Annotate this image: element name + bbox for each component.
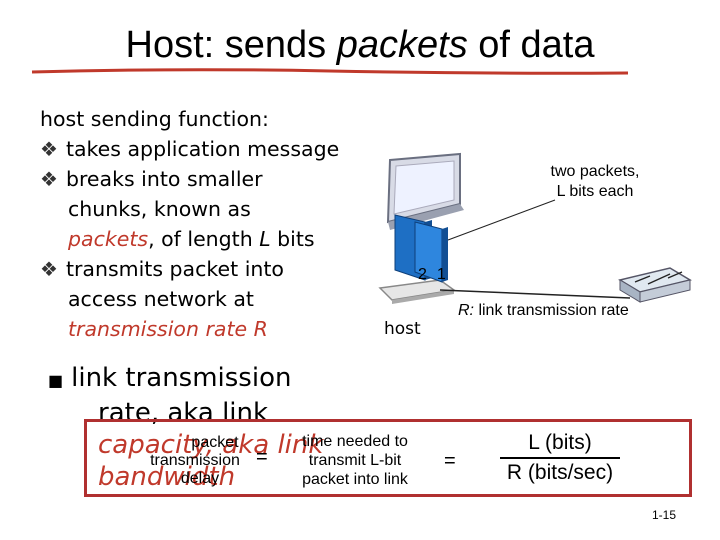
list-item: ❖transmits packet into [40, 257, 284, 281]
packet-icons [394, 214, 448, 283]
network-link [439, 289, 631, 299]
title-underline [31, 68, 629, 75]
title-post: of data [467, 24, 595, 66]
host-function-list: host sending function: ❖takes applicatio… [40, 104, 385, 344]
formula-middle: time needed to transmit L-bit packet int… [302, 433, 408, 488]
link-rate-label: R: link transmission rate [458, 302, 629, 319]
slide-title: Host: sends packets of data [0, 24, 720, 67]
sub-bullet-line: bandwidth [98, 462, 236, 492]
sub-bullet-line: rate, aka link [98, 398, 269, 428]
fraction-numerator: L (bits) [528, 431, 592, 454]
formula-eq1: = [256, 446, 268, 468]
delay-formula-box [84, 419, 692, 497]
computer-icon [378, 152, 464, 304]
link-rate-bullet: ■link transmission rate, aka link capaci… [48, 362, 400, 493]
sub-bullet-line: capacity, aka link [98, 430, 324, 460]
label-pointer-line [447, 199, 556, 241]
title-pre: Host: sends [125, 24, 337, 66]
list-item-cont: access network at [68, 287, 254, 311]
list-item-cont: chunks, known as [68, 197, 251, 221]
diamond-bullet-icon: ❖ [40, 167, 58, 191]
router-icon [618, 267, 692, 303]
host-label: host [384, 319, 421, 339]
list-item-cont: transmission rate R [68, 317, 268, 341]
network-diagram [378, 152, 692, 304]
diamond-bullet-icon: ❖ [40, 137, 58, 161]
list-item-cont: packets, of length L bits [68, 227, 315, 251]
list-item: ❖breaks into smaller [40, 167, 263, 191]
title-em: packets [336, 24, 468, 66]
formula-eq2: = [444, 450, 456, 472]
fraction-bar [500, 457, 620, 459]
list-heading: host sending function: [40, 107, 269, 131]
list-item: ❖takes application message [40, 137, 340, 161]
fraction-denominator: R (bits/sec) [506, 461, 614, 484]
diamond-bullet-icon: ❖ [40, 257, 58, 281]
packets-label: two packets, L bits each [550, 163, 640, 200]
slide-number: 1-15 [652, 508, 677, 522]
formula-fraction: L (bits) R (bits/sec) [490, 430, 630, 486]
sub-bullet-line: ■link transmission [48, 363, 292, 393]
formula-left: packet transmission delay [150, 434, 240, 487]
square-bullet-icon: ■ [48, 371, 64, 390]
